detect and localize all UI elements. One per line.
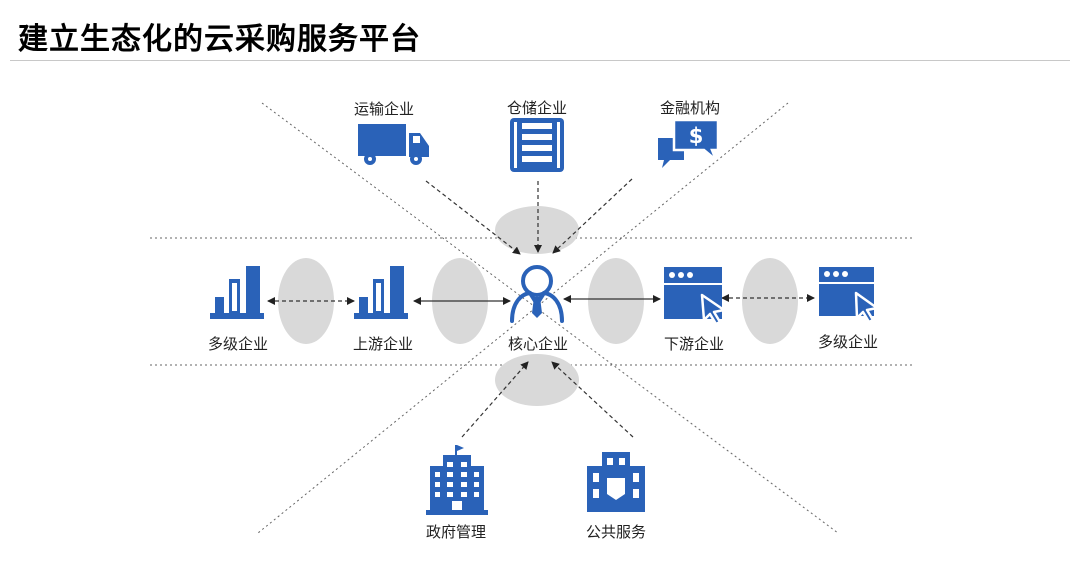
title-divider [10,60,1070,61]
server-rack-icon [510,118,564,172]
arrow-transport-to-core [425,180,521,255]
arrow-public-to-core [551,361,634,438]
label-multi-left: 多级企业 [208,335,268,353]
label-public: 公共服务 [586,523,646,541]
arrow-government-to-core [461,361,529,438]
bottom-ellipse [495,354,579,406]
label-government: 政府管理 [426,523,486,541]
label-multi-right: 多级企业 [818,333,878,351]
right-outer-ellipse [742,258,798,344]
label-finance: 金融机构 [660,99,720,117]
truck-icon [358,124,429,165]
label-core: 核心企业 [508,335,568,353]
diagonal-guide [257,102,789,534]
label-warehouse: 仓储企业 [507,99,567,117]
svg-text:$: $ [689,124,704,148]
browser-cursor-icon [819,267,879,324]
dollar-chat-icon: $ [658,118,720,168]
businessman-icon [510,265,564,323]
label-downstream: 下游企业 [664,335,724,353]
bar-chart-icon [210,266,264,319]
right-inner-ellipse [588,258,644,344]
office-tower-icon [426,445,488,515]
label-upstream: 上游企业 [353,335,413,353]
public-building-icon [587,452,645,512]
connectors [267,178,815,438]
label-transport: 运输企业 [354,100,414,118]
bar-chart-icon [354,266,408,319]
page-title: 建立生态化的云采购服务平台 [18,22,421,57]
browser-cursor-icon [664,267,726,326]
top-ellipse [495,206,579,254]
